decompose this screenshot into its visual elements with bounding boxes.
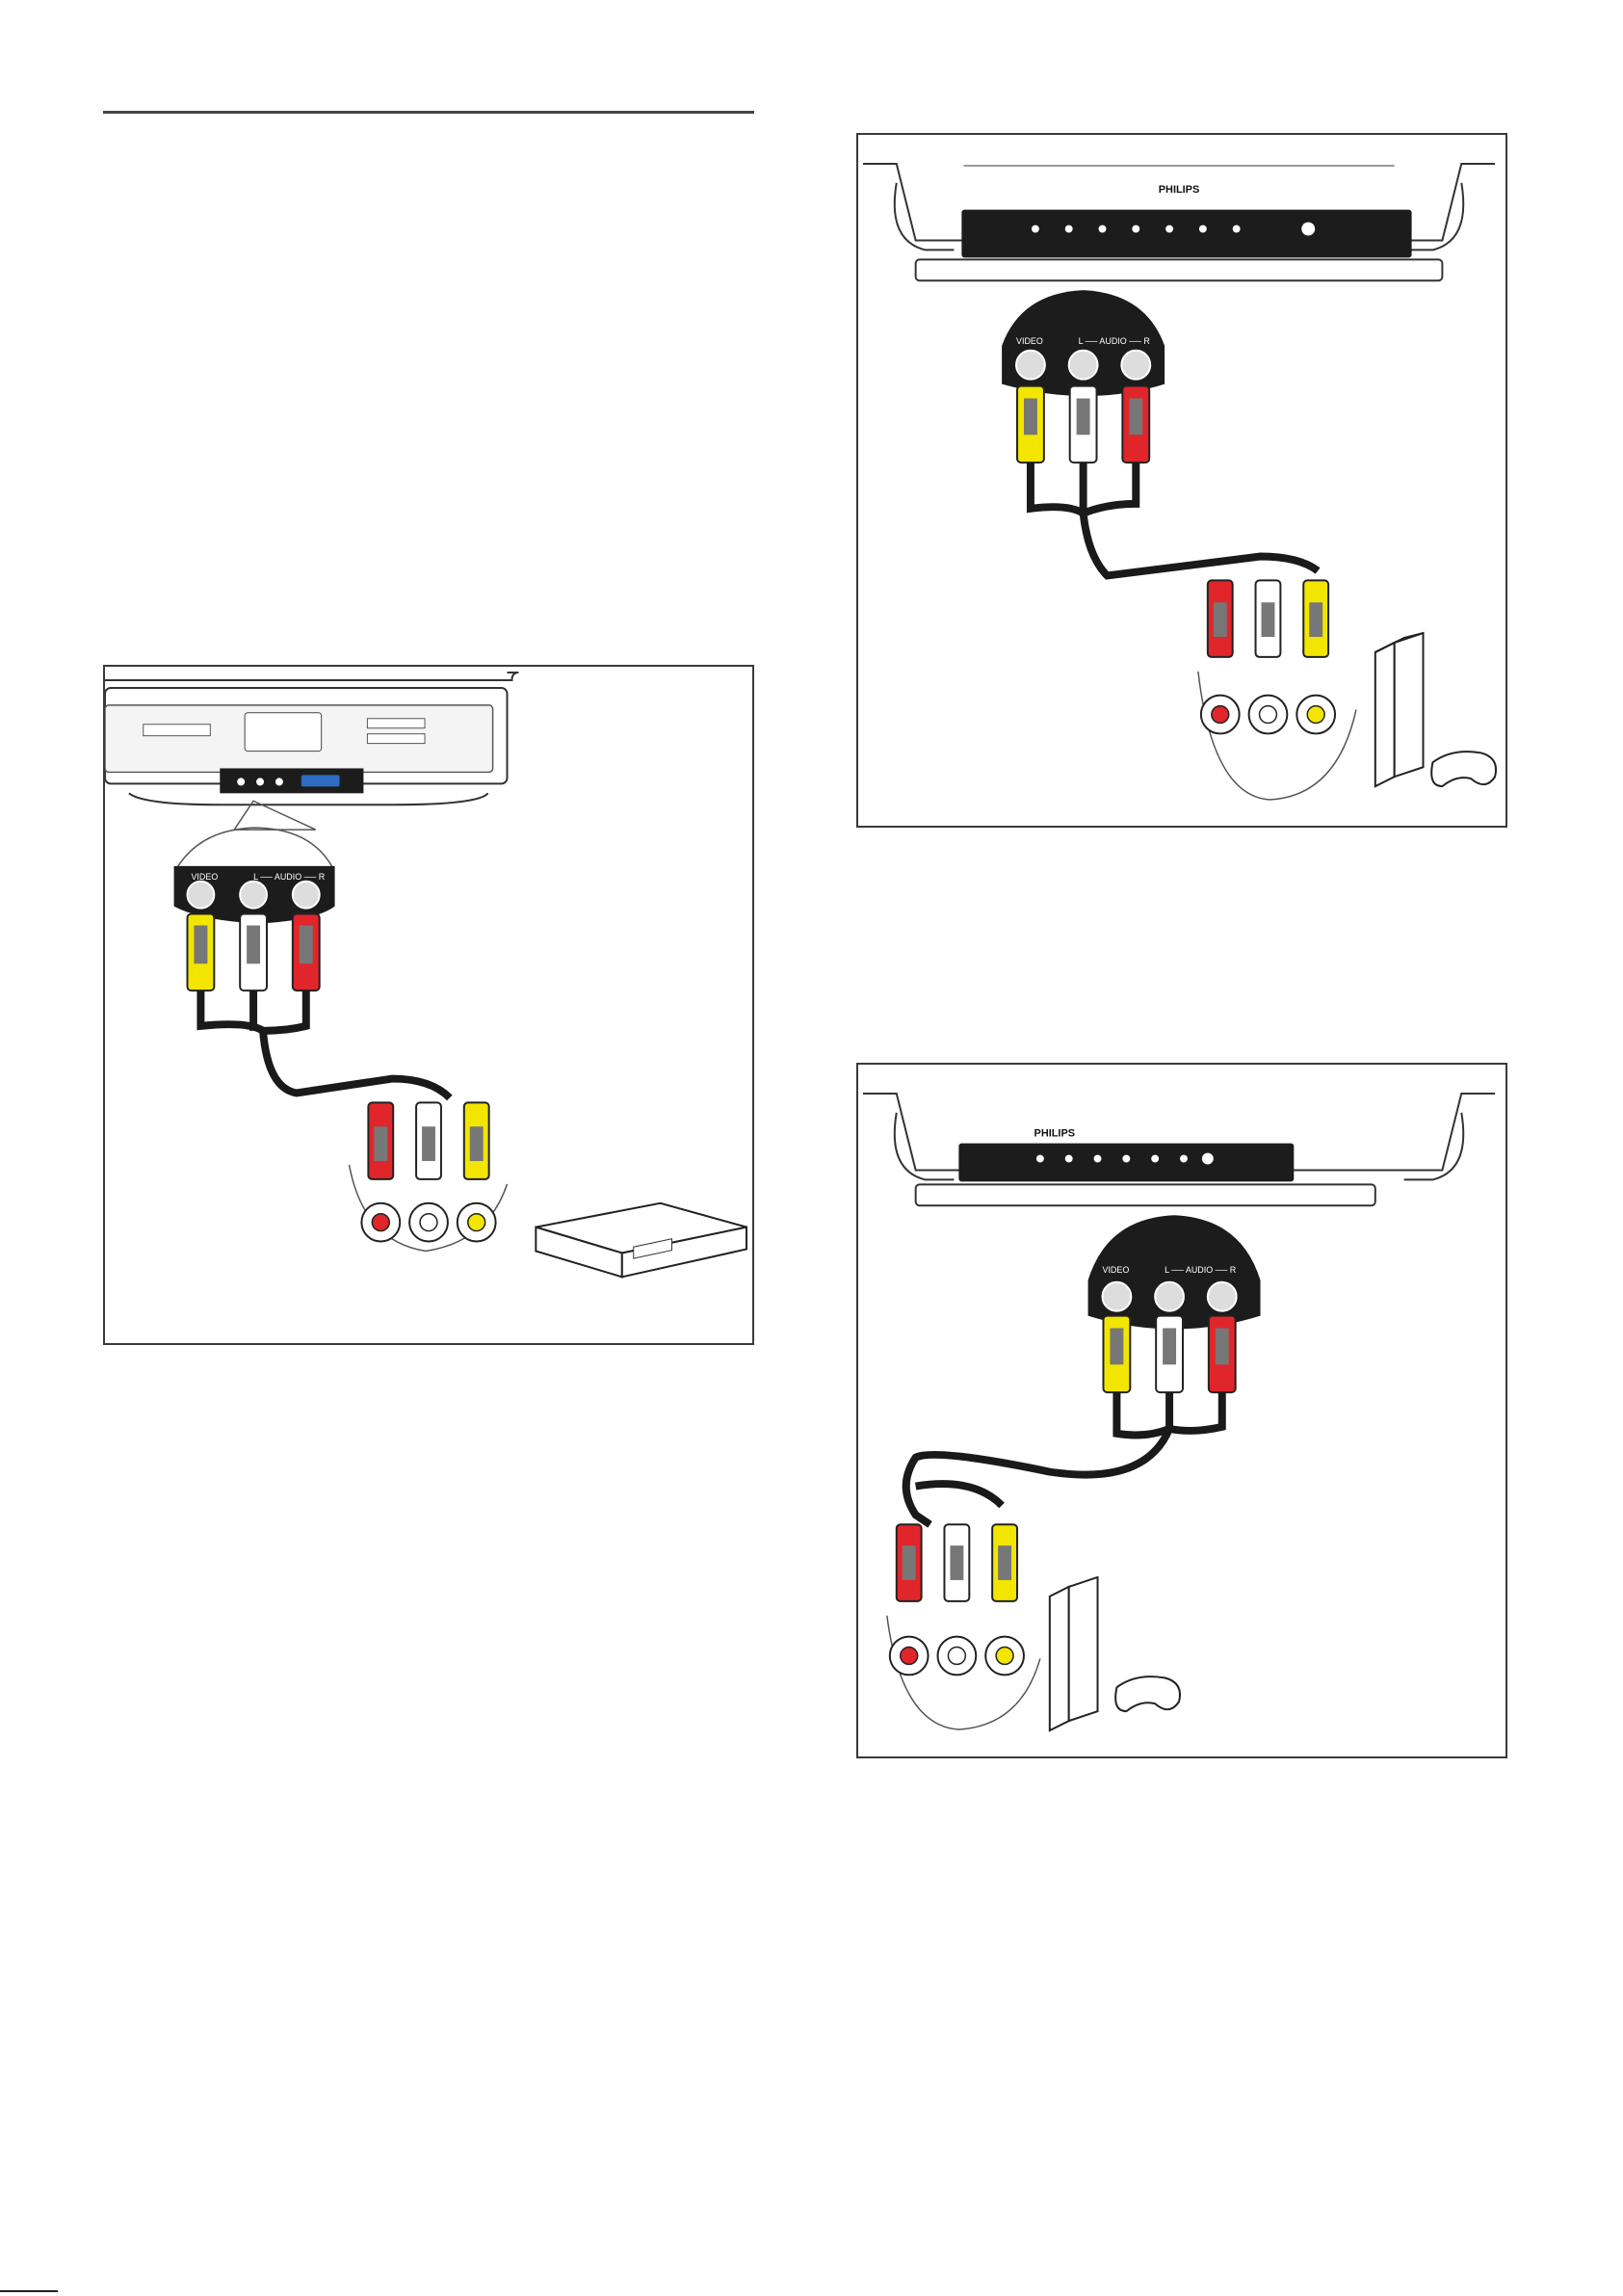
av-cable: [200, 990, 449, 1097]
tv-rear-unit: PHILIPS: [863, 1094, 1495, 1205]
figure-game-console-connection-2: PHILIPS VIDEO L ── AUDIO ── R: [856, 1063, 1507, 1758]
figure-dvd-connection: VIDEO L ── AUDIO ── R: [103, 665, 754, 1345]
panel-audio-label: L ── AUDIO ── R: [1165, 1265, 1237, 1275]
audio-left-plug-grip: [247, 925, 260, 963]
page-footer-mark: [0, 2285, 1623, 2296]
game-console-illustration-1: PHILIPS VIDEO L ── AUDIO ── R: [858, 135, 1505, 826]
audio-right-plug-grip: [300, 925, 313, 963]
av-cable: [906, 1392, 1222, 1524]
dvd-connection-illustration: VIDEO L ── AUDIO ── R: [105, 667, 752, 1343]
upper-rca-plugs: [1017, 386, 1149, 463]
zoom-callout: [177, 801, 333, 868]
panel-video-label: VIDEO: [191, 872, 218, 882]
brand-logo-text: PHILIPS: [1034, 1128, 1075, 1140]
lower-rca-plugs: [1208, 580, 1328, 657]
tv-front-unit: [105, 673, 518, 805]
gamepad-icon: [1431, 752, 1496, 786]
tv-rear-unit: PHILIPS: [863, 164, 1495, 280]
av-cable: [1031, 462, 1318, 575]
panel-video-label: VIDEO: [1102, 1265, 1129, 1275]
av-jack-panel: VIDEO L ── AUDIO ── R: [1002, 290, 1165, 396]
figure-game-console-connection-1: PHILIPS VIDEO L ── AUDIO ── R: [856, 133, 1507, 828]
game-console-icon: [1375, 633, 1424, 786]
lower-rca-plugs: [897, 1524, 1017, 1601]
section-rule: [103, 111, 754, 114]
panel-audio-label: L ── AUDIO ── R: [253, 872, 326, 882]
device-jack-callout: [887, 1616, 1040, 1729]
upper-rca-plugs: [187, 914, 319, 991]
gamepad-icon: [1115, 1676, 1180, 1711]
footer-rule: [0, 2290, 58, 2292]
panel-audio-label: L ── AUDIO ── R: [1079, 336, 1151, 346]
dvd-player-icon: [536, 1203, 746, 1278]
game-console-illustration-2: PHILIPS VIDEO L ── AUDIO ── R: [858, 1065, 1505, 1756]
av-jack-panel: VIDEO L ── AUDIO ── R: [1088, 1215, 1261, 1329]
upper-rca-plugs: [1103, 1316, 1235, 1393]
lower-rca-plugs: [368, 1102, 488, 1179]
brand-logo-text: PHILIPS: [1159, 184, 1199, 196]
panel-video-label: VIDEO: [1016, 336, 1043, 346]
game-console-icon: [1050, 1577, 1098, 1730]
device-jack-callout: [1198, 672, 1356, 800]
video-plug-grip: [194, 925, 207, 963]
